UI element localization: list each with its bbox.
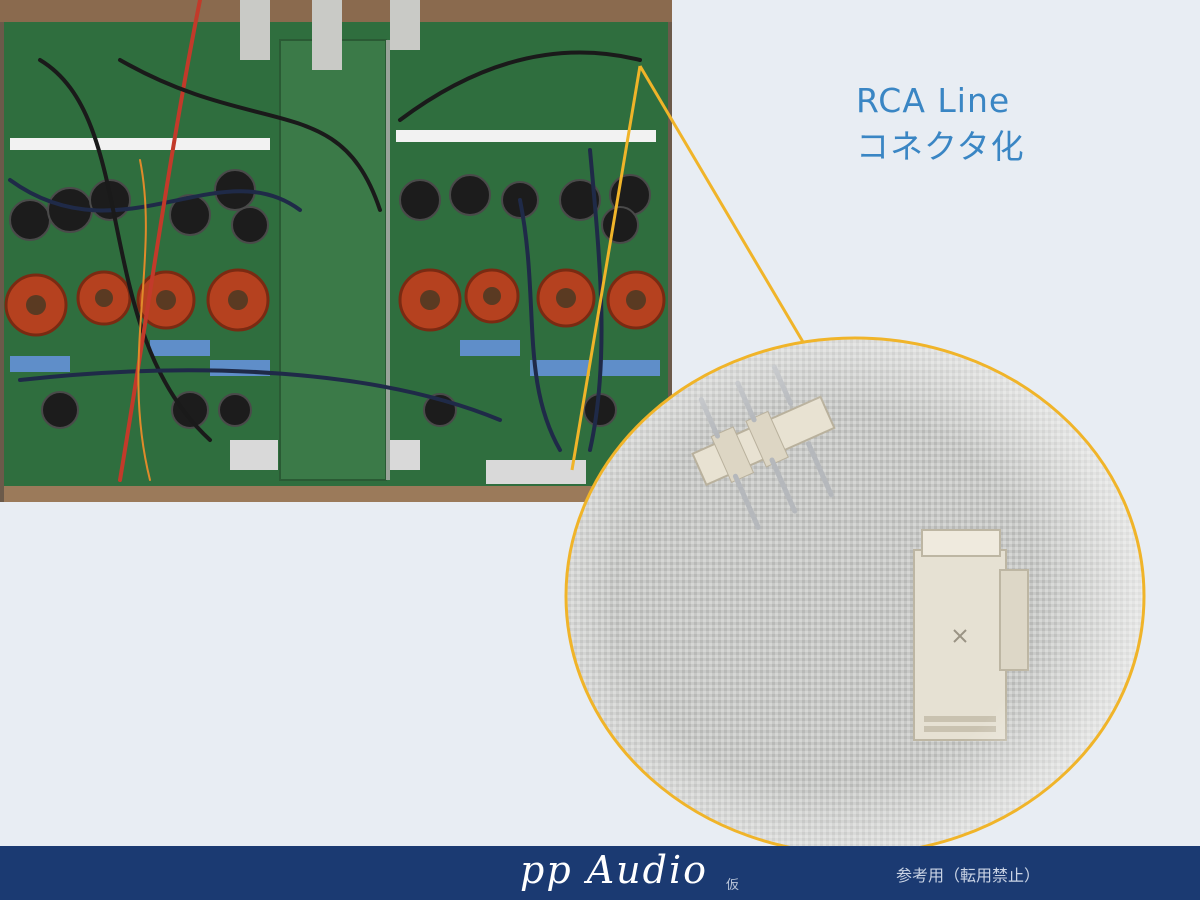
amplifier-pcb-photo <box>0 0 672 502</box>
slide-title: RCA Line コネクタ化 <box>856 78 1025 170</box>
connector-closeup-photo <box>566 338 1144 854</box>
footer-bar: pp Audio 仮 参考用（転用禁止） <box>0 846 1200 900</box>
slide-title-line-2: コネクタ化 <box>856 127 1025 166</box>
reference-notice: 参考用（転用禁止） <box>896 866 1041 885</box>
brand-suffix: 仮 <box>726 878 740 893</box>
slide-title-line-1: RCA Line <box>856 81 1011 120</box>
brand-logo-text: pp Audio <box>520 848 709 892</box>
